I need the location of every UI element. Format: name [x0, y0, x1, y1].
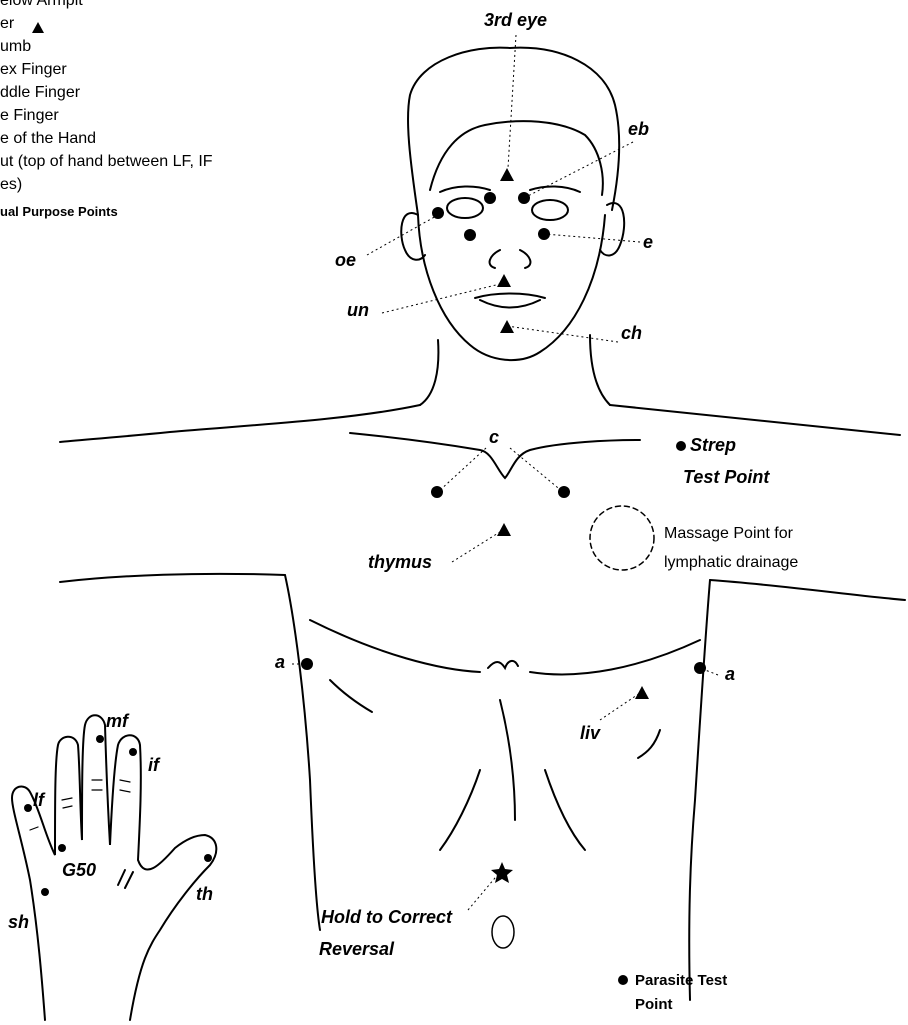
label-oe: oe [335, 250, 356, 271]
label-g50: G50 [62, 860, 96, 881]
right-arm-lower [710, 580, 905, 600]
label-mf: mf [106, 711, 128, 732]
label-parasite-2: Point [635, 996, 673, 1013]
sternum-mark [488, 661, 518, 668]
abdomen-mid [500, 700, 515, 820]
point-c-left [431, 486, 443, 498]
label-hold-2: Reversal [319, 939, 394, 960]
label-strep-1: Strep [690, 435, 736, 456]
right-shoulder [610, 405, 900, 435]
pec-left [310, 620, 480, 672]
label-e: e [643, 232, 653, 253]
left-eyebrow [440, 186, 490, 192]
hand-crease-1 [118, 870, 125, 885]
neck-right [590, 335, 610, 405]
hand-crease-2 [125, 872, 133, 888]
left-shoulder [60, 405, 420, 442]
legend-item: ddle Finger [0, 81, 213, 104]
legend: elow Armpit er umb ex Finger ddle Finger… [0, 0, 213, 223]
label-3rd-eye: 3rd eye [484, 10, 547, 31]
point-g50 [58, 844, 66, 852]
label-eb: eb [628, 119, 649, 140]
label-liv: liv [580, 723, 600, 744]
point-sh [41, 888, 49, 896]
label-parasite-1: Parasite Test [635, 972, 727, 989]
point-parasite [618, 975, 628, 985]
legend-item: e of the Hand [0, 127, 213, 150]
label-massage-2: lymphatic drainage [664, 552, 798, 573]
point-un [497, 274, 511, 287]
rib-right-1 [638, 730, 660, 758]
point-c-right [558, 486, 570, 498]
point-ch [500, 320, 514, 333]
abdomen-right [545, 770, 585, 850]
left-eye [447, 198, 483, 218]
point-3rd-eye [500, 168, 514, 181]
point-hold-star [491, 862, 513, 883]
point-thymus [497, 523, 511, 536]
point-cheek-left [464, 229, 476, 241]
hair-line [430, 121, 603, 195]
label-thymus: thymus [368, 552, 432, 573]
face-outline [418, 215, 605, 360]
legend-item: ut (top of hand between LF, IF [0, 150, 213, 173]
legend-item: umb [0, 35, 213, 58]
label-sh: sh [8, 912, 29, 933]
right-eye [532, 200, 568, 220]
label-strep-2: Test Point [683, 467, 769, 488]
legend-item: er [0, 12, 213, 35]
point-a-left [301, 658, 313, 670]
label-a-right: a [725, 664, 735, 685]
left-arm-lower [60, 574, 285, 582]
legend-item: e Finger [0, 104, 213, 127]
label-a-left: a [275, 652, 285, 673]
point-lf [24, 804, 32, 812]
point-eb-right [518, 192, 530, 204]
point-e [538, 228, 550, 240]
label-un: un [347, 300, 369, 321]
torso-left [285, 575, 320, 930]
point-oe [432, 207, 444, 219]
label-hold-1: Hold to Correct [321, 907, 452, 928]
label-c: c [489, 427, 499, 448]
point-strep [676, 441, 686, 451]
label-ch: ch [621, 323, 642, 344]
navel-oval [492, 916, 514, 948]
neck-left [420, 340, 438, 405]
legend-item: ex Finger [0, 58, 213, 81]
legend-item: elow Armpit [0, 0, 213, 12]
label-if: if [148, 755, 159, 776]
legend-item: es) [0, 173, 213, 196]
massage-circle [590, 506, 654, 570]
point-mf [96, 735, 104, 743]
point-th [204, 854, 212, 862]
pec-right [530, 640, 700, 674]
abdomen-left [440, 770, 480, 850]
label-lf: lf [33, 790, 44, 811]
legend-dual-purpose: ual Purpose Points [0, 200, 213, 223]
right-eyebrow [530, 186, 580, 192]
point-if [129, 748, 137, 756]
nose [490, 250, 531, 268]
rib-left-1 [330, 680, 372, 712]
point-liv [635, 686, 649, 699]
head-outline [408, 48, 619, 215]
mouth [475, 294, 545, 308]
hand-outline [12, 715, 216, 1020]
label-th: th [196, 884, 213, 905]
point-a-right [694, 662, 706, 674]
point-eb-left [484, 192, 496, 204]
label-massage-1: Massage Point for [664, 523, 793, 544]
